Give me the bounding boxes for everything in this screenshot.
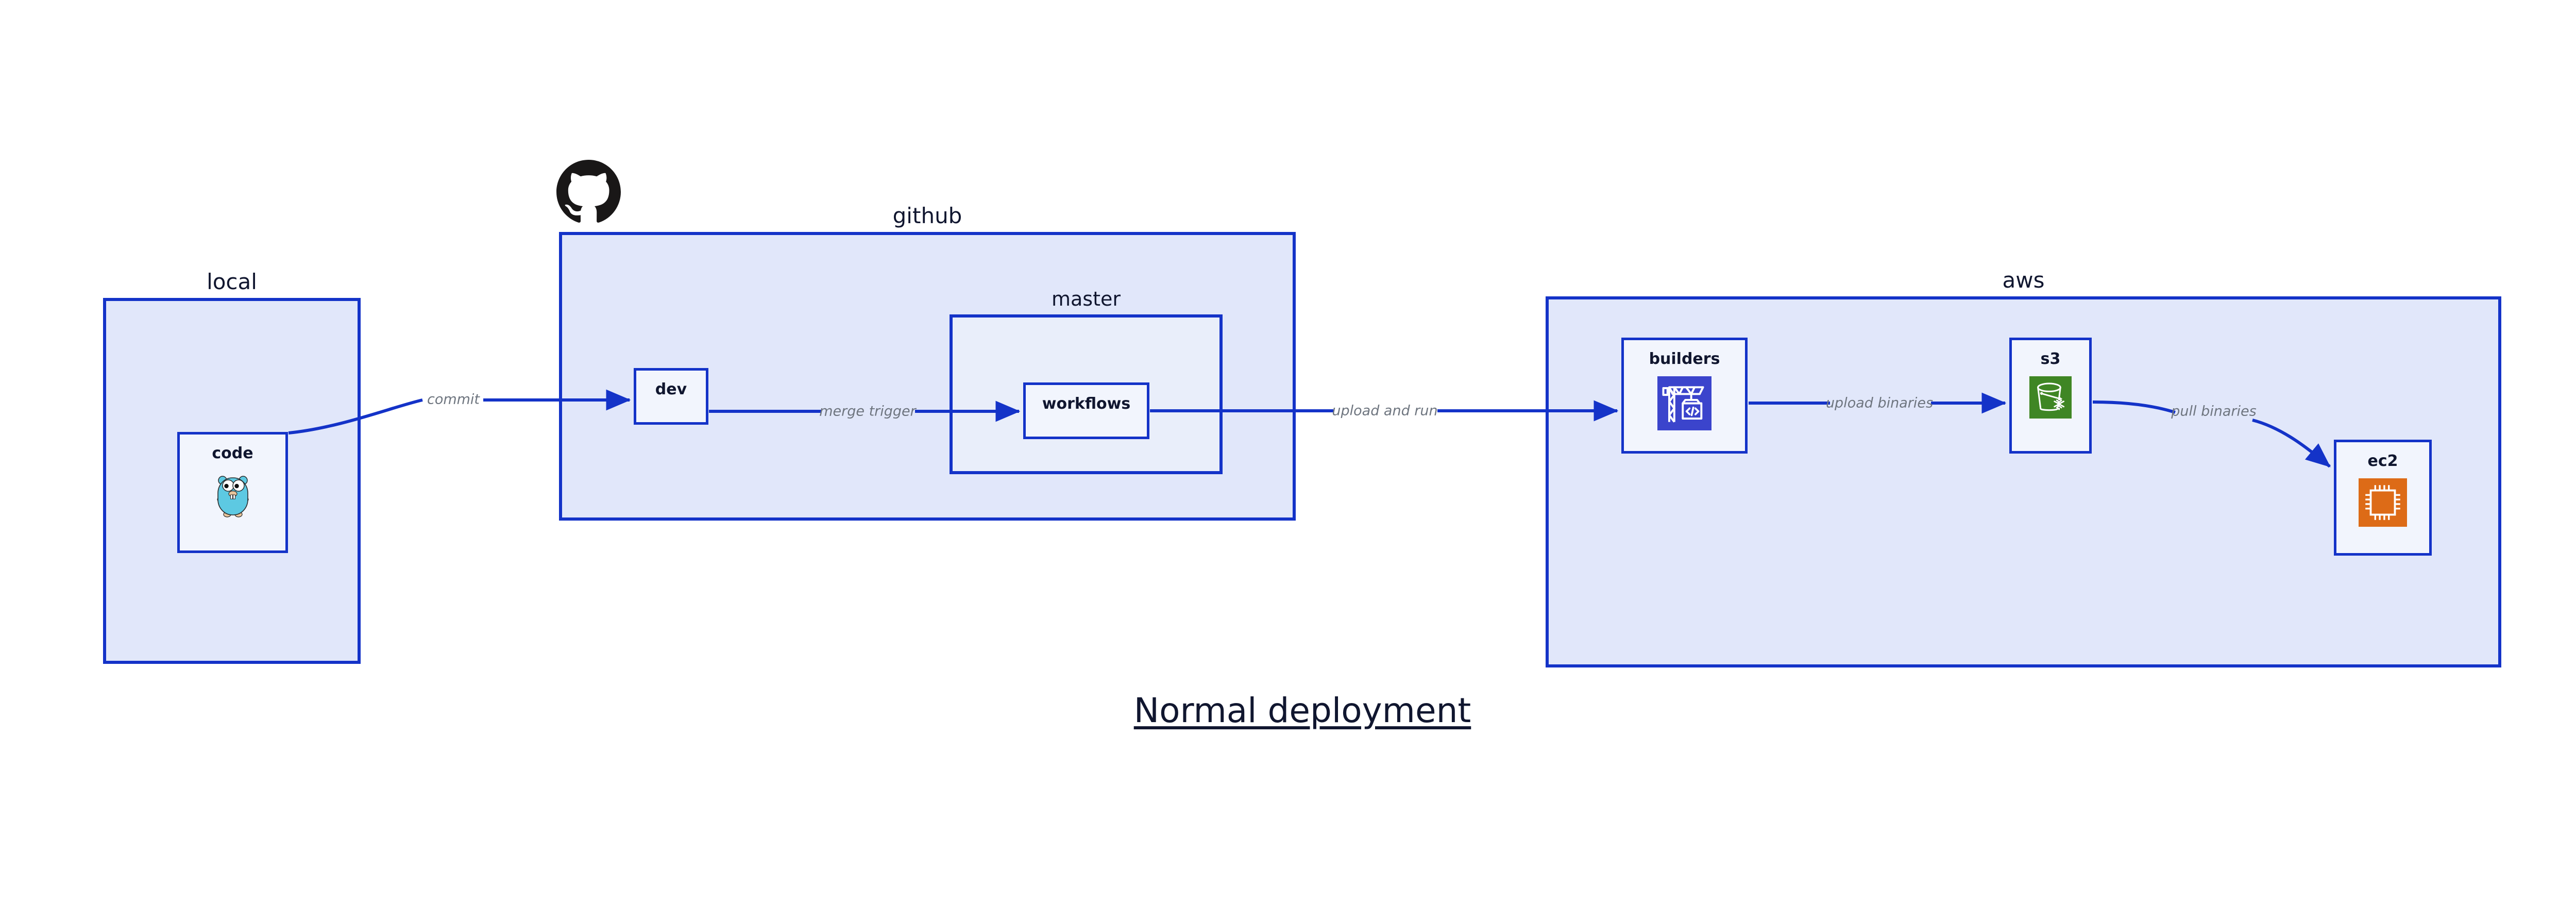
node-code[interactable]: code (177, 432, 288, 553)
edge-label-commit: commit (427, 391, 480, 408)
github-octocat-icon (556, 160, 621, 224)
group-title-master: master (1051, 288, 1121, 310)
go-gopher-icon (214, 471, 251, 518)
node-dev[interactable]: dev (634, 368, 708, 425)
node-builders[interactable]: builders (1621, 338, 1748, 454)
crane-code-icon (1657, 376, 1711, 430)
ec2-chip-icon (2359, 478, 2407, 527)
edge-label-pull-binaries: pull binaries (2171, 403, 2257, 420)
s3-bucket-icon (2029, 376, 2072, 419)
node-label-ec2: ec2 (2367, 452, 2398, 470)
edge-label-merge-trigger: merge trigger (819, 403, 916, 420)
group-title-local: local (207, 269, 257, 294)
edge-label-upload-binaries: upload binaries (1825, 395, 1934, 411)
node-workflows[interactable]: workflows (1023, 382, 1149, 439)
node-label-code: code (212, 444, 253, 462)
node-label-dev: dev (655, 380, 687, 398)
node-label-workflows: workflows (1042, 395, 1131, 413)
edge-label-upload-and-run: upload and run (1332, 403, 1438, 419)
node-label-s3: s3 (2040, 350, 2061, 368)
group-title-aws: aws (2002, 268, 2045, 293)
node-label-builders: builders (1649, 350, 1720, 368)
node-ec2[interactable]: ec2 (2334, 440, 2432, 556)
node-s3[interactable]: s3 (2009, 338, 2092, 454)
diagram-caption: Normal deployment (1133, 691, 1471, 730)
group-title-github: github (892, 203, 962, 228)
